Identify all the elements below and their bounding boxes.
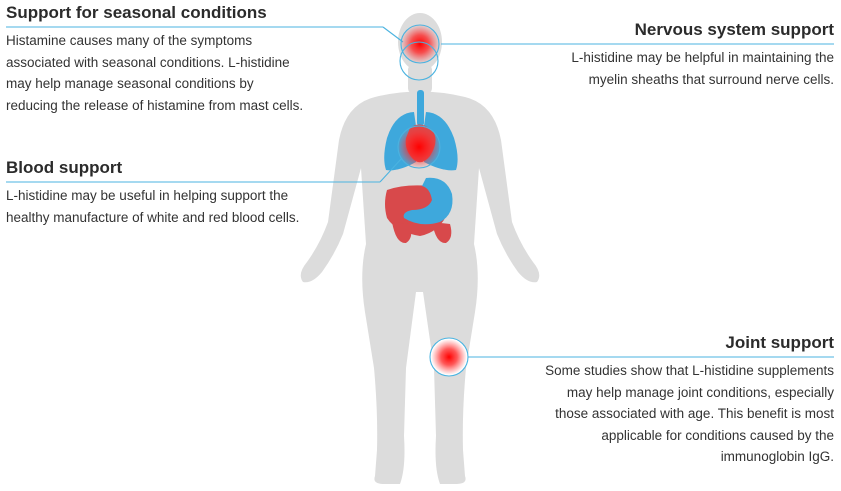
seasonal-section: Support for seasonal conditions Histamin… <box>6 2 306 116</box>
nervous-body: L-histidine may be helpful in maintainin… <box>571 50 834 87</box>
blood-title: Blood support <box>6 158 123 177</box>
nervous-section: Nervous system support L-histidine may b… <box>544 19 834 90</box>
joint-title: Joint support <box>725 333 834 352</box>
seasonal-body: Histamine causes many of the symptoms as… <box>6 33 304 113</box>
nervous-title: Nervous system support <box>634 20 834 39</box>
joint-section: Joint support Some studies show that L-h… <box>534 332 834 468</box>
stomach <box>403 177 453 225</box>
hotspot-seasonal <box>399 41 439 81</box>
connector-lines <box>6 26 834 358</box>
joint-body: Some studies show that L-histidine suppl… <box>545 363 834 464</box>
trachea <box>417 90 424 126</box>
hotspot-joint <box>429 337 469 377</box>
body-silhouette <box>300 13 540 484</box>
blood-body: L-histidine may be useful in helping sup… <box>6 188 300 225</box>
hotspot-nervous <box>400 24 440 64</box>
hotspot-blood <box>397 125 441 169</box>
blood-section: Blood support L-histidine may be useful … <box>6 157 306 228</box>
seasonal-title: Support for seasonal conditions <box>6 3 267 22</box>
